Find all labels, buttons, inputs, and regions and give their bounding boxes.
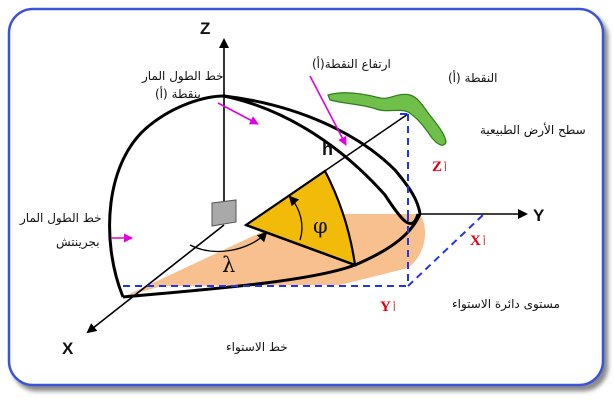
point-height-label: ارتفاع النقطة(أ)	[312, 57, 391, 71]
point-meridian-arc-upper	[223, 94, 422, 215]
meridian-point-label-line2: بنقطة (أ)	[155, 87, 201, 101]
pointer-height	[309, 75, 347, 146]
point-meridian-arc	[223, 94, 420, 225]
phi-symbol: φ	[313, 214, 328, 238]
x-axis-label: X	[62, 339, 74, 358]
height-line	[245, 113, 409, 226]
y-red-suffix: أ	[392, 303, 396, 314]
greenwich-label-line1: خط الطول المار	[20, 211, 102, 225]
phi-arc	[288, 195, 303, 241]
terrain-surface	[327, 92, 447, 146]
height-symbol: h	[322, 139, 333, 159]
greenwich-meridian-arc	[108, 94, 225, 298]
lambda-arc	[189, 231, 268, 253]
point-label: النقطة (أ)	[448, 71, 498, 85]
equator-label: خط الاستواء	[226, 340, 288, 354]
y-red-text: Y	[380, 299, 391, 315]
z-red-suffix: أ	[444, 163, 447, 174]
origin-block	[211, 199, 237, 227]
pointer-meridian-point	[217, 102, 259, 125]
lambda-symbol: λ	[222, 253, 236, 277]
natural-surface-label: سطح الأرض الطبيعية	[480, 123, 586, 137]
dashed-x	[407, 213, 485, 287]
x-axis	[86, 224, 225, 334]
equator-curve	[122, 213, 422, 299]
z-axis-label: Z	[200, 19, 211, 38]
x-red-suffix: أ	[482, 237, 486, 248]
y-axis-label: Y	[533, 206, 545, 225]
z-red-text: Z	[432, 159, 443, 175]
equator-plane-label: مستوى دائرة الاستواء	[452, 297, 560, 311]
x-red-text: X	[470, 233, 481, 249]
greenwich-label-line2: بجرينتش	[56, 235, 100, 249]
meridian-point-label-line1: خط الطول المار	[142, 69, 224, 83]
